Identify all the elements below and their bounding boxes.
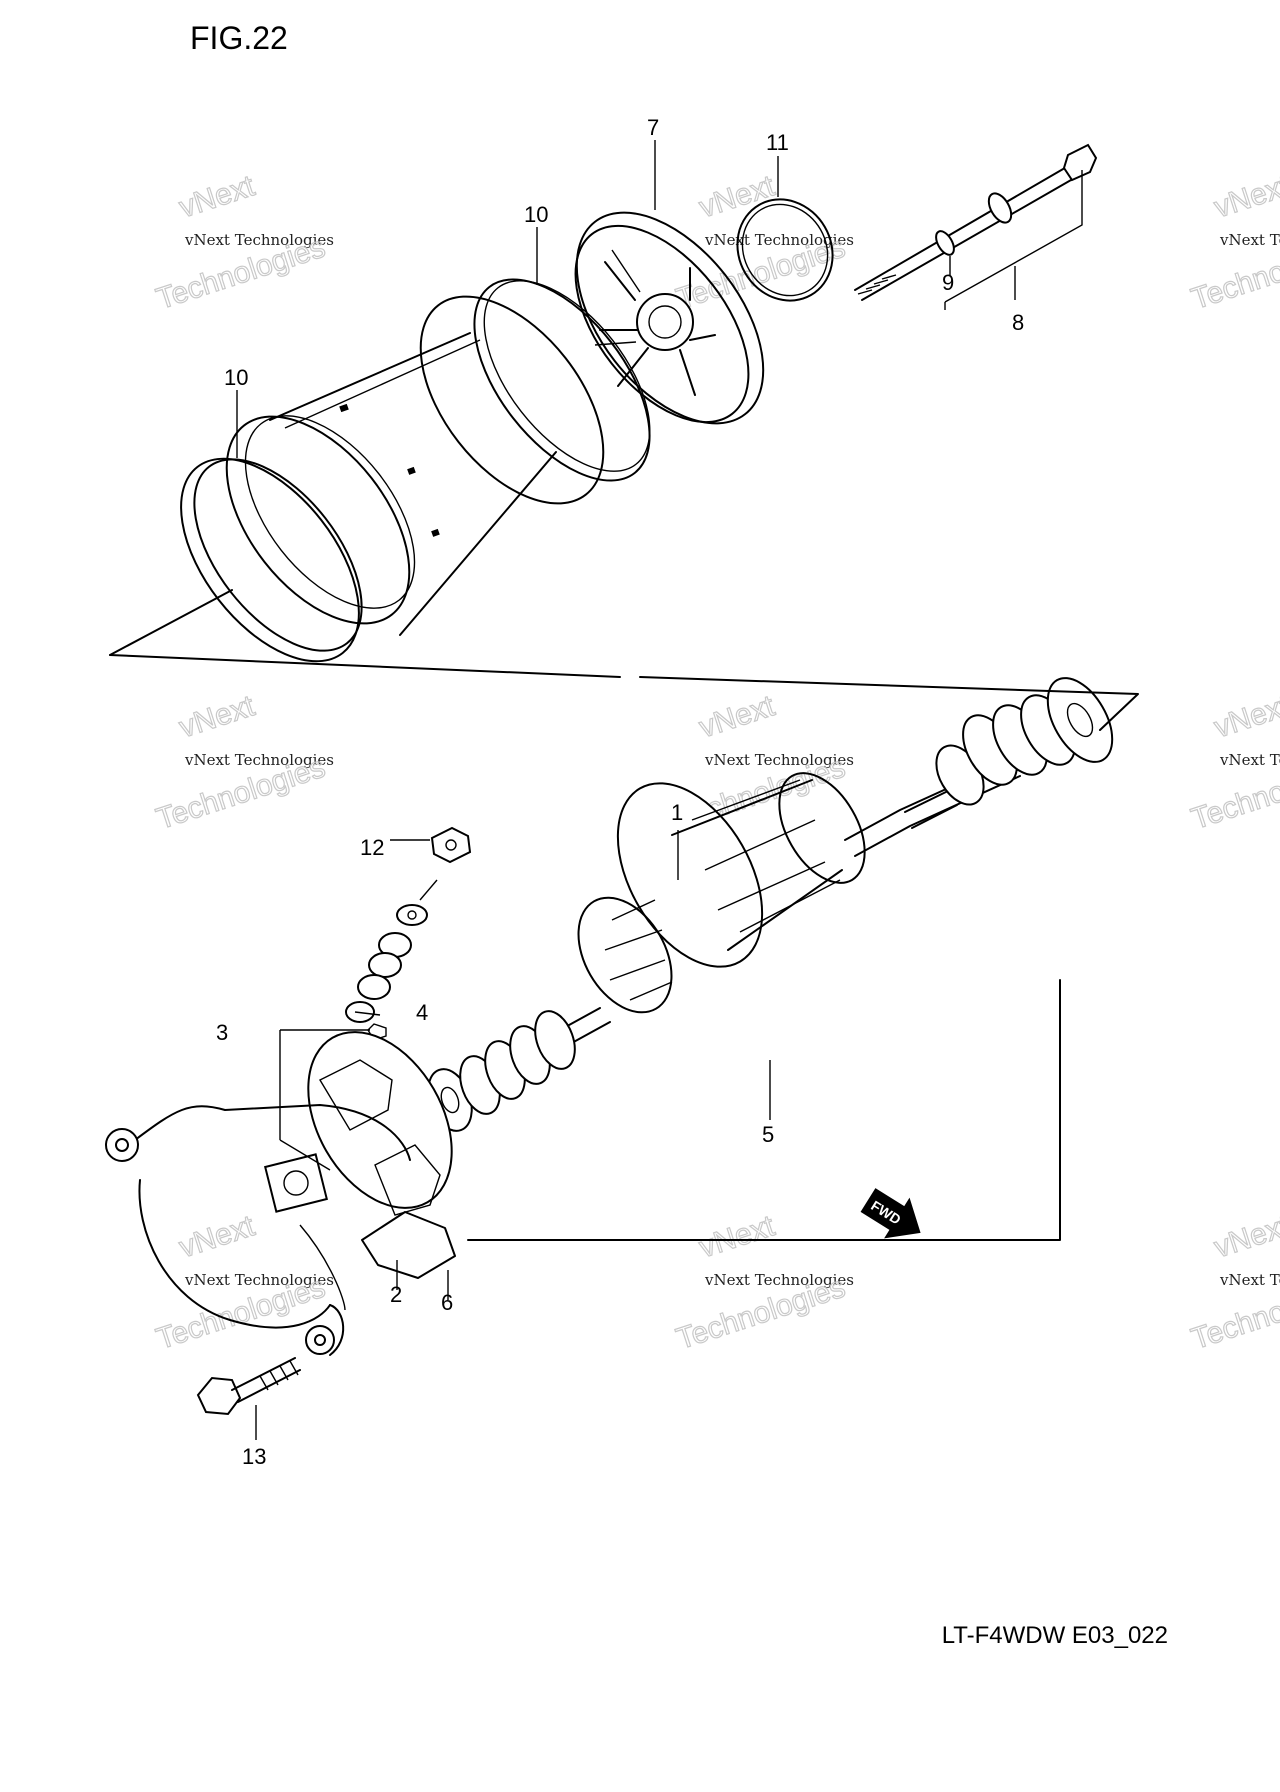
assembly-divider-lines (109, 589, 1139, 1241)
callout-4: 4 (416, 1000, 428, 1025)
o-ring-right (473, 278, 651, 482)
watermark-1: vNext vNext Technologies Technologies (152, 169, 334, 317)
svg-text:vNext: vNext (175, 169, 259, 224)
svg-text:vNext: vNext (175, 689, 259, 744)
watermark-8: vNext vNext Technologies Technologies (672, 1209, 854, 1357)
callout-13: 13 (242, 1444, 266, 1469)
svg-text:vNext Technologies: vNext Technologies (184, 751, 334, 769)
washer-stack-right (935, 677, 1114, 806)
watermark-2: vNext vNext Technologies Technologies (672, 169, 854, 317)
svg-text:vNext: vNext (1210, 1209, 1280, 1264)
callout-1: 1 (671, 800, 683, 825)
yoke-housing (225, 295, 605, 636)
watermark-6: vNext vNext Technologies Technologies (1187, 689, 1280, 837)
callout-numbers: 7 11 10 10 9 8 1 12 4 3 5 2 6 13 (216, 115, 1024, 1469)
mounting-bolt (196, 1357, 301, 1416)
callout-10-top: 10 (524, 202, 548, 227)
svg-text:vNext Technologies: vNext Technologies (184, 1271, 334, 1289)
o-ring-left (180, 457, 363, 663)
svg-text:vNext: vNext (175, 1209, 259, 1264)
svg-text:vNext: vNext (695, 689, 779, 744)
svg-text:vNext: vNext (1210, 689, 1280, 744)
brush-holder (307, 1031, 456, 1279)
svg-text:vNext Technologies: vNext Technologies (704, 1271, 854, 1289)
callout-10-left: 10 (224, 365, 248, 390)
fwd-arrow-icon: FWD (860, 1188, 921, 1239)
svg-text:vNext Technologies: vNext Technologies (1219, 751, 1280, 769)
leader-lines (236, 140, 1083, 1440)
svg-text:vNext: vNext (695, 1209, 779, 1264)
callout-7: 7 (647, 115, 659, 140)
svg-text:vNext Technologies: vNext Technologies (1219, 1271, 1280, 1289)
callout-5: 5 (762, 1122, 774, 1147)
seal-ring (736, 198, 834, 302)
watermark-4: vNext vNext Technologies Technologies (152, 689, 334, 837)
drawing-code: LT-F4WDW E03_022 (941, 1622, 1168, 1649)
svg-text:vNext: vNext (1210, 169, 1280, 224)
callout-12: 12 (360, 835, 384, 860)
front-housing (105, 1104, 411, 1356)
callout-8: 8 (1012, 310, 1024, 335)
svg-text:vNext Technologies: vNext Technologies (184, 231, 334, 249)
svg-text:vNext Technologies: vNext Technologies (704, 231, 854, 249)
end-cover (574, 211, 765, 425)
svg-text:vNext Technologies: vNext Technologies (1219, 231, 1280, 249)
svg-text:vNext Technologies: vNext Technologies (704, 751, 854, 769)
watermark-9: vNext vNext Technologies Technologies (1187, 1209, 1280, 1357)
figure-title: FIG.22 (190, 20, 288, 56)
callout-6: 6 (441, 1290, 453, 1315)
svg-text:vNext: vNext (695, 169, 779, 224)
watermark-3: vNext vNext Technologies Technologies (1187, 169, 1280, 317)
callout-3: 3 (216, 1020, 228, 1045)
through-bolt (854, 143, 1098, 301)
washer-stack-left (427, 1010, 576, 1132)
callout-2: 2 (390, 1282, 402, 1307)
callout-11: 11 (766, 130, 789, 155)
callout-9: 9 (942, 270, 954, 295)
